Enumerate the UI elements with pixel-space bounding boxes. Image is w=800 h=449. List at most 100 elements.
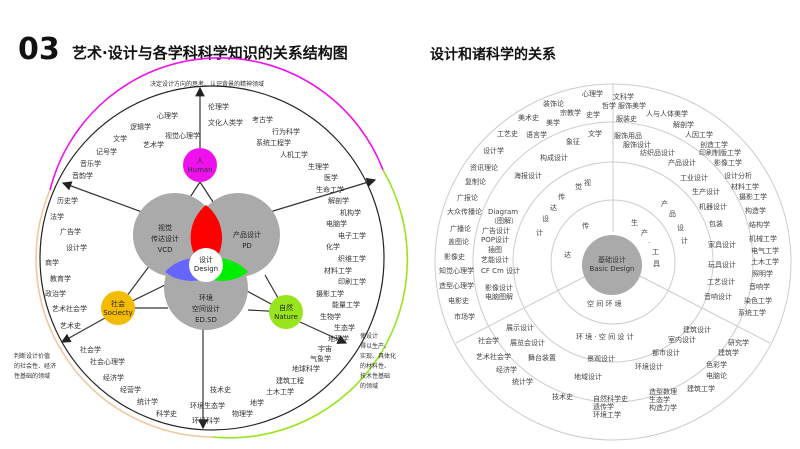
left-note-line: 性基础的领域 xyxy=(14,373,51,380)
discipline-label: 法学 xyxy=(50,213,64,221)
discipline-label: 环境科学 xyxy=(192,417,220,425)
discipline-label: 历史学 xyxy=(57,197,78,205)
left-title: 艺术·设计与各学科科学知识的关系结构图 xyxy=(72,44,348,62)
human-arc xyxy=(49,57,384,191)
field-label: 环境设计 xyxy=(635,363,663,371)
field-label: （图解） xyxy=(490,217,518,225)
discipline-label: 地学 xyxy=(250,399,264,407)
field-label: 文科学 xyxy=(613,93,634,101)
field-label: 展示设计 xyxy=(506,324,534,332)
vcd-label-2: 传达设计 xyxy=(151,235,179,243)
society-label-cn: 社会 xyxy=(111,300,125,308)
field-label: 生产设计 xyxy=(692,188,720,196)
field-label: 象征 xyxy=(566,138,580,146)
field-label: 机器设计 xyxy=(699,203,727,211)
human-label-en: Human xyxy=(187,166,213,174)
field-label: 都市设计 xyxy=(652,349,680,357)
field-label: 资讯理论 xyxy=(470,164,498,172)
field-label: 工艺设计 xyxy=(707,278,735,286)
field-label: 构造学 xyxy=(745,207,766,215)
field-label: 室内设计 xyxy=(668,336,696,344)
discipline-label: 解剖学 xyxy=(328,197,349,205)
discipline-label: 化学 xyxy=(326,243,340,251)
ring-char: 环 境 · 空 间 设 计 xyxy=(576,333,634,341)
design-core xyxy=(189,248,223,282)
field-label: 广播论 xyxy=(450,225,471,233)
discipline-label: 物理学 xyxy=(232,410,253,418)
discipline-label: 社会心理学 xyxy=(90,358,125,366)
ring-char: · xyxy=(648,239,651,247)
field-label: 地域设计 xyxy=(574,373,602,381)
field-label: 广告设计 xyxy=(482,227,510,235)
discipline-label: 教育学 xyxy=(50,275,71,283)
ring-char: 传 xyxy=(582,222,589,230)
field-label: 家具设计 xyxy=(708,241,736,249)
discipline-label: 地球科学 xyxy=(292,365,320,373)
discipline-label: 艺术史 xyxy=(60,322,81,330)
discipline-label: 人机工学 xyxy=(280,151,308,159)
field-label: 服饰美学 xyxy=(618,102,646,110)
discipline-label: 环境生态学 xyxy=(190,402,225,410)
discipline-label: 统计学 xyxy=(137,398,158,406)
field-label: 产品设计 xyxy=(668,159,696,167)
ed-label-2: 空间设计 xyxy=(192,305,220,313)
field-label: 摄影工学 xyxy=(739,193,767,201)
field-label: Diagram xyxy=(488,208,519,216)
society-arc xyxy=(35,189,213,438)
field-label: 装饰论 xyxy=(543,100,564,108)
field-label: 工艺史 xyxy=(497,130,518,138)
ring-char: 设 xyxy=(542,215,549,223)
field-label: 环境工学 xyxy=(593,411,621,419)
discipline-label: 生命工学 xyxy=(316,186,344,194)
field-label: 包装 xyxy=(709,220,723,228)
field-label: 系统工学 xyxy=(738,309,766,317)
field-label: 造型数理 xyxy=(649,388,677,396)
field-label: 构成设计 xyxy=(540,154,568,162)
ed-label-1: 环境 xyxy=(199,294,213,302)
human-circle xyxy=(183,148,217,182)
field-label: 心理学 xyxy=(582,90,603,98)
field-label: 人与人体美学 xyxy=(646,110,688,118)
vcd-label-3: VCD xyxy=(157,246,173,254)
field-label: 舞台装置 xyxy=(528,354,556,362)
field-label: 市场学 xyxy=(454,313,475,321)
field-label: 建筑学 xyxy=(718,349,739,357)
discipline-label: 广告学 xyxy=(60,228,81,236)
field-label: 知觉心理学 xyxy=(439,267,474,275)
field-label: 影像设计 xyxy=(485,284,513,292)
field-label: 构造力学 xyxy=(649,404,677,412)
design-label-cn: 设计 xyxy=(199,256,213,264)
discipline-label: 地理学 xyxy=(328,335,349,343)
discipline-label: 设计学 xyxy=(66,244,87,252)
field-label: 照明学 xyxy=(752,270,773,278)
center-label-cn: 基础设计 xyxy=(598,256,626,264)
nature-label-en: Nature xyxy=(274,313,298,321)
field-label: 影像工学 xyxy=(714,159,742,167)
discipline-label: 科学史 xyxy=(156,410,177,418)
ring-char: 工 xyxy=(652,248,659,256)
basic-design-circle xyxy=(582,235,642,295)
society-circle xyxy=(101,291,135,325)
field-label: 染色工学 xyxy=(744,297,772,305)
right-note-line: 使设计 xyxy=(360,333,379,340)
field-label: 电脑图解 xyxy=(485,293,513,301)
outer-circle xyxy=(39,85,385,431)
ring-char: 产 xyxy=(661,200,668,208)
field-label: CF Cm 设计 xyxy=(481,267,521,275)
field-label: 服饰用品 xyxy=(614,132,642,140)
discipline-label: 文化人类学 xyxy=(208,119,243,127)
field-label: 音响学 xyxy=(749,283,770,291)
field-label: 服装史 xyxy=(616,115,637,123)
right-diagram-graphics xyxy=(434,83,792,441)
discipline-label: 音韵学 xyxy=(72,172,93,180)
discipline-label: 生物学 xyxy=(320,313,341,321)
discipline-label: 经营学 xyxy=(120,386,141,394)
discipline-label: 织维工学 xyxy=(338,255,366,263)
field-label: 影像史 xyxy=(444,253,465,261)
